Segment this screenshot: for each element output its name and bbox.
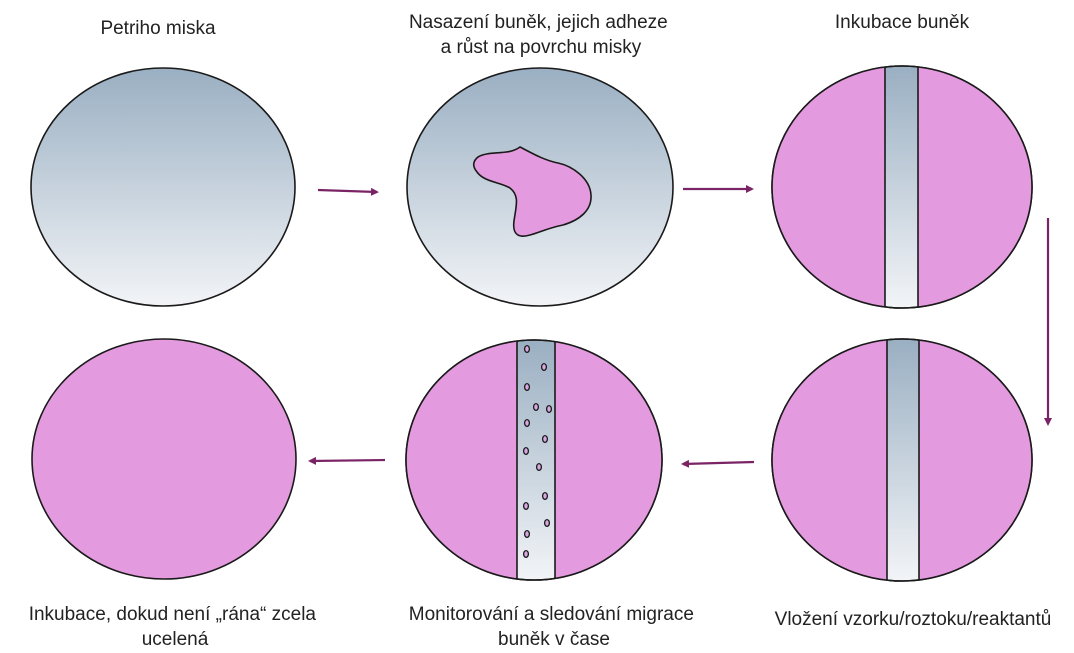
dish-closed [32,339,296,579]
label-monitoring-line-2: buněk v čase [498,629,610,650]
label-monitoring-line-1: Monitorování a sledování migrace [409,604,694,625]
dish-petri [31,68,295,306]
migrating-cell [545,520,550,527]
label-insert: Vložení vzorku/roztoku/reaktantů [775,609,1052,630]
dish-monitoring [400,333,667,593]
dish-insert [768,333,1039,593]
migrating-cell [543,436,548,443]
label-petri-line-1: Petriho miska [100,18,216,39]
migrating-cell [525,384,530,391]
migrating-cell [525,420,530,427]
migrating-cell [542,364,547,371]
migrating-cell [524,503,529,510]
migrating-cell [525,346,530,353]
label-petri: Petriho miska [100,18,216,39]
label-monitoring: Monitorování a sledování migrace buněk v… [409,604,699,650]
arrow-right-1 [318,190,377,192]
migrating-cell [524,551,529,558]
label-seeding: Nasazení buněk, jejich adheze a růst na … [409,12,673,58]
cell-layer-right [918,60,1038,320]
migrating-cell [547,406,552,413]
cell-layer-left [768,60,885,320]
dish-petri-body [31,68,295,306]
migrating-cell [537,464,542,471]
label-closed-line-2: ucelená [142,629,209,650]
cell-layer-left [768,333,887,593]
cell-layer-right [919,333,1039,593]
migrating-cell [534,404,539,411]
arrow-left-2 [310,460,385,461]
label-incubation-line-1: Inkubace buněk [835,12,970,33]
migrating-cell [524,448,529,455]
cell-layer-left [400,333,517,593]
arrow-left-1 [683,462,754,464]
label-seeding-line-1: Nasazení buněk, jejich adheze [409,12,668,33]
label-incubation: Inkubace buněk [835,12,970,33]
label-closed-line-1: Inkubace, dokud není „rána“ zcela [29,604,317,625]
migrating-cell [543,493,548,500]
migrating-cell [525,531,530,538]
label-closed: Inkubace, dokud není „rána“ zcela ucelen… [29,604,322,650]
dish-incubation [768,60,1038,320]
label-seeding-line-2: a růst na povrchu misky [441,37,642,58]
dish-seeding [407,68,673,306]
label-insert-line-1: Vložení vzorku/roztoku/reaktantů [775,609,1052,630]
dish-closed-body [32,339,296,579]
cell-layer-right [555,333,667,593]
